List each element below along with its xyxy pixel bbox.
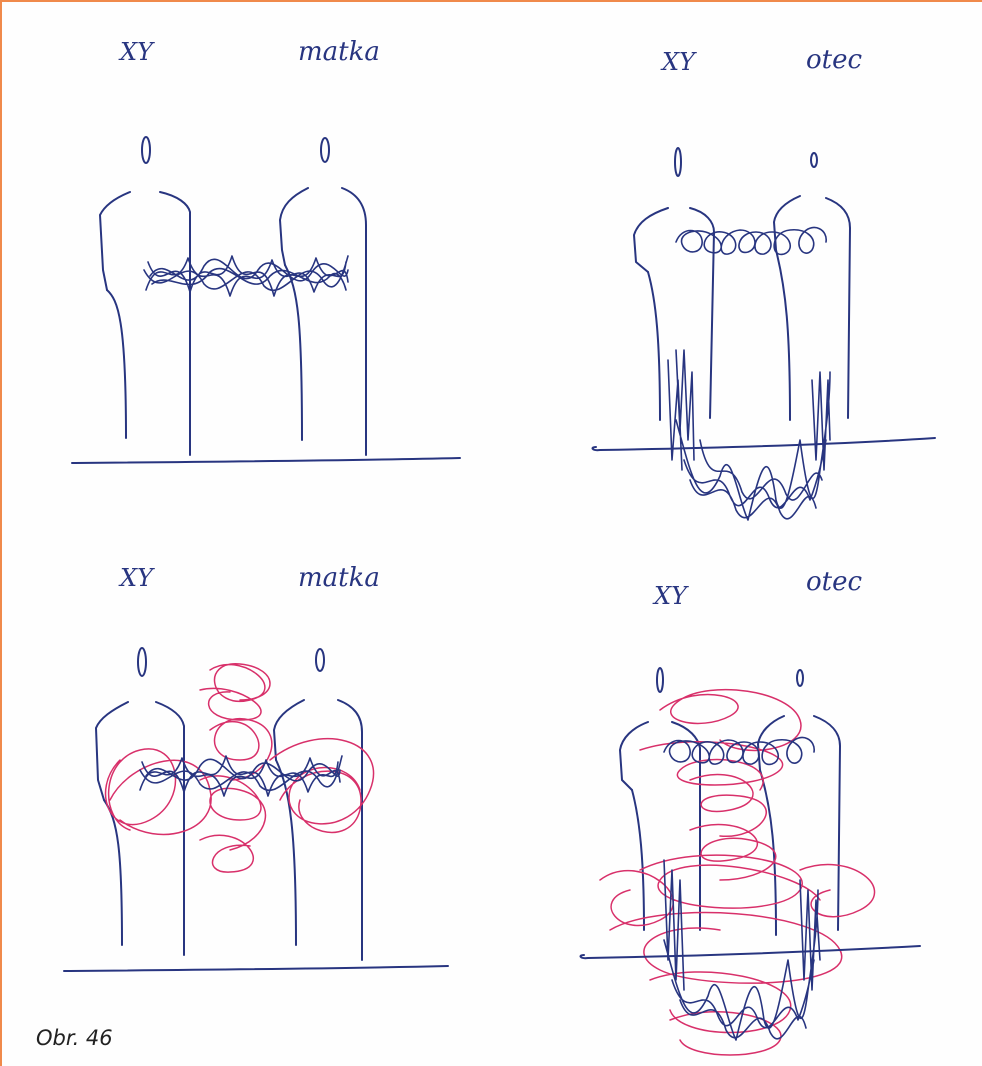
right-figure xyxy=(758,670,840,935)
right-figure xyxy=(274,649,362,960)
panel-2-right-label: otec xyxy=(806,45,862,75)
red-scribble-overlay xyxy=(600,690,875,1055)
ground-line xyxy=(593,438,935,450)
panel-bottom-left: XY matka xyxy=(64,563,448,971)
panel-4-left-label: XY xyxy=(652,582,689,610)
scribble-upper-bond xyxy=(664,737,814,764)
scribble-lower-bond xyxy=(668,350,830,520)
panel-1-right-label: matka xyxy=(298,37,380,67)
figure-caption: Obr. 46 xyxy=(36,1026,113,1050)
ground-line xyxy=(64,966,448,971)
panel-top-left: XY matka xyxy=(72,37,460,463)
panel-3-right-label: matka xyxy=(298,563,380,593)
panel-2-left-label: XY xyxy=(660,48,697,76)
left-figure xyxy=(100,137,190,455)
scribble-bond xyxy=(144,256,348,296)
panel-top-right: XY otec xyxy=(593,45,935,520)
left-figure xyxy=(634,148,714,420)
red-scribble-overlay xyxy=(106,664,374,872)
ground-line xyxy=(581,946,920,958)
panel-1-left-label: XY xyxy=(118,38,155,66)
panel-bottom-right: XY otec xyxy=(581,567,920,1055)
ground-line xyxy=(72,458,460,463)
panel-3-left-label: XY xyxy=(118,564,155,592)
scribble-upper-bond xyxy=(676,227,826,254)
panel-4-right-label: otec xyxy=(806,567,862,597)
scribble-lower-bond xyxy=(664,860,820,1040)
right-figure xyxy=(280,138,366,455)
